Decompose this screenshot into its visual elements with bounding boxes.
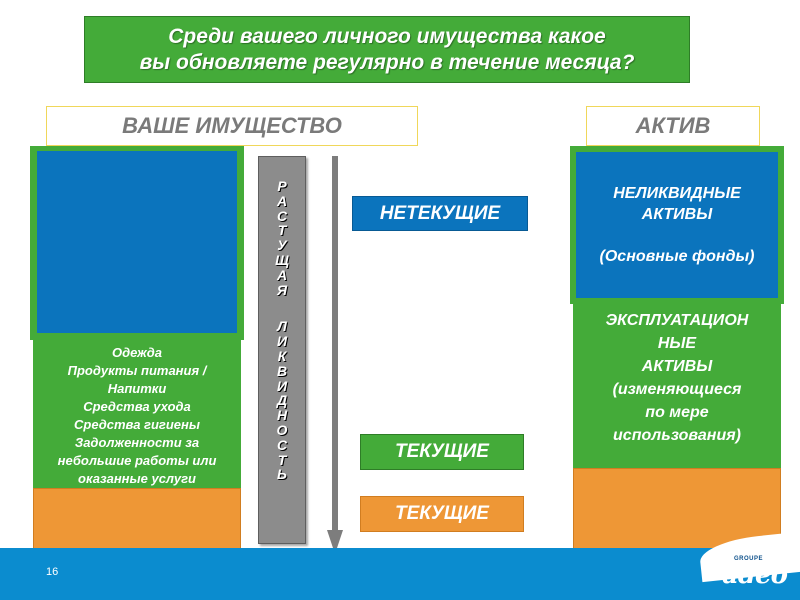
list-item: Продукты питания / — [67, 363, 207, 378]
label-current-green: ТЕКУЩИЕ — [360, 434, 524, 470]
operating-assets-block: ЭКСПЛУАТАЦИОН НЫЕ АКТИВЫ (изменяющиеся п… — [573, 302, 781, 470]
liquidity-letter: А — [276, 192, 288, 209]
liquidity-letter: В — [276, 362, 288, 379]
liquidity-letter: И — [276, 333, 288, 350]
illiquid-assets-block: НЕЛИКВИДНЫЕ АКТИВЫ (Основные фонды) — [576, 152, 778, 298]
list-item: Задолженности за — [74, 435, 200, 450]
illiquid-assets-line2: АКТИВЫ — [641, 206, 713, 223]
liquidity-letter: У — [277, 237, 287, 254]
header-your-property: ВАШЕ ИМУЩЕСТВО — [46, 106, 418, 146]
liquidity-letter: О — [276, 421, 288, 438]
label-current-orange: ТЕКУЩИЕ — [360, 496, 524, 532]
liquidity-letter: Щ — [275, 251, 289, 268]
liquidity-letter: Т — [277, 222, 287, 239]
slide-title-line2: вы обновляете регулярно в течение месяца… — [139, 50, 635, 74]
footer-bar — [0, 548, 800, 600]
list-item: использования) — [613, 427, 741, 444]
list-item: по мере — [645, 404, 709, 421]
list-item: Средства гигиены — [73, 417, 200, 432]
liquidity-letter: Д — [276, 392, 288, 409]
liquidity-letter: С — [276, 436, 288, 453]
list-item: Средства ухода — [83, 399, 191, 414]
liquidity-bar: Р А С Т У Щ А Я Л И К В И Д Н О С Т Ь — [258, 156, 306, 544]
list-item: (изменяющиеся — [612, 381, 742, 398]
liquidity-letter: К — [277, 347, 287, 364]
down-arrow-shaft — [332, 156, 338, 534]
list-item: небольшие работы или — [57, 453, 217, 468]
label-noncurrent: НЕТЕКУЩИЕ — [352, 196, 528, 231]
list-item: АКТИВЫ — [641, 358, 713, 375]
list-item: оказанные услуги — [78, 471, 196, 486]
liquidity-letter: Р — [277, 178, 287, 194]
liquidity-letter: И — [276, 377, 288, 394]
left-blue-block — [37, 151, 237, 333]
right-orange-block — [573, 468, 781, 549]
list-item: Напитки — [107, 381, 167, 396]
left-property-list: Одежда Продукты питания / Напитки Средст… — [33, 337, 241, 493]
page-number: 16 — [46, 566, 59, 578]
list-item: НЫЕ — [657, 335, 697, 352]
liquidity-letter: Л — [277, 318, 287, 335]
illiquid-assets-line1: НЕЛИКВИДНЫЕ — [613, 185, 741, 202]
liquidity-letter: Ь — [277, 466, 287, 483]
list-item: Одежда — [111, 345, 163, 360]
slide-title-line1: Среди вашего личного имущества какое — [168, 24, 606, 48]
liquidity-letter: С — [276, 207, 288, 224]
left-orange-block — [33, 488, 241, 549]
liquidity-letter: Т — [277, 451, 287, 468]
slide-title: Среди вашего личного имущества какое вы … — [84, 16, 690, 83]
adeo-logo: adeo — [722, 560, 788, 590]
liquidity-letter: А — [276, 266, 288, 283]
liquidity-letter: Н — [276, 407, 288, 424]
liquidity-letter: Я — [276, 281, 288, 298]
list-item: ЭКСПЛУАТАЦИОН — [605, 312, 749, 329]
logo-groupe-text: GROUPE — [734, 556, 764, 562]
header-asset: АКТИВ — [586, 106, 760, 146]
illiquid-assets-line3: (Основные фонды) — [599, 248, 755, 265]
